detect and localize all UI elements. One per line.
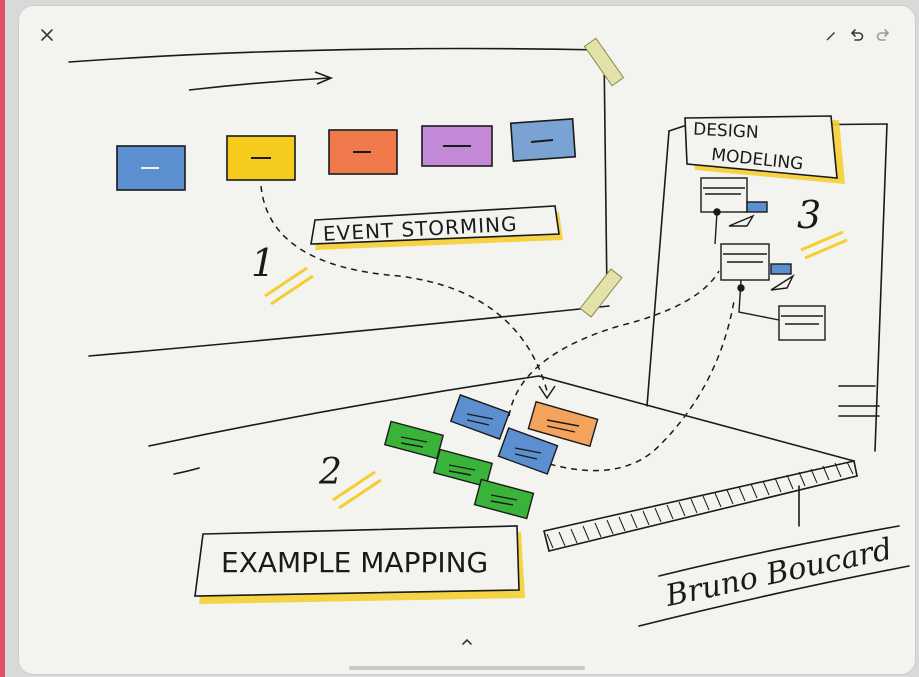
design-label-line1: DESIGN xyxy=(693,120,759,143)
class-diagram xyxy=(700,177,826,341)
card-orange xyxy=(527,400,599,448)
card-green-3 xyxy=(473,478,535,520)
example-mapping-label: EXAMPLE MAPPING xyxy=(221,546,488,579)
sketch-viewer: EVENT STORMING 1 2 3 DESIGN MODELING xyxy=(19,6,915,674)
home-indicator[interactable] xyxy=(349,666,585,670)
example-mapping-cards xyxy=(383,394,599,520)
step-3-highlight xyxy=(800,230,848,260)
event-storming-box: EVENT STORMING xyxy=(310,205,563,250)
collapse-button[interactable] xyxy=(455,630,479,654)
step-1-highlight xyxy=(264,266,314,306)
close-icon xyxy=(41,29,53,41)
tape-top xyxy=(583,37,625,87)
undo-icon xyxy=(850,29,864,41)
step-number-1: 1 xyxy=(251,241,275,285)
pen-button[interactable] xyxy=(819,23,843,47)
design-modeling-box: DESIGN MODELING xyxy=(684,115,845,184)
step-number-3: 3 xyxy=(797,193,821,237)
flow-lines xyxy=(260,185,735,472)
signature: Bruno Boucard xyxy=(662,532,896,614)
step-2-highlight xyxy=(332,470,382,510)
tape-bottom xyxy=(579,268,623,318)
undo-button[interactable] xyxy=(845,23,869,47)
sketch-canvas: EVENT STORMING 1 2 3 DESIGN MODELING xyxy=(68,37,910,627)
sticky-row xyxy=(116,118,577,191)
chevron-up-icon xyxy=(462,638,472,645)
pen-icon xyxy=(826,32,835,41)
redo-button[interactable] xyxy=(871,23,895,47)
redo-icon xyxy=(876,29,890,41)
close-button[interactable] xyxy=(35,23,59,47)
timeline-arrow xyxy=(188,71,334,91)
example-mapping-box: EXAMPLE MAPPING xyxy=(194,525,525,604)
left-accent-bar xyxy=(0,0,5,677)
table-edge-hatching xyxy=(546,461,854,549)
step-number-2: 2 xyxy=(318,452,342,493)
